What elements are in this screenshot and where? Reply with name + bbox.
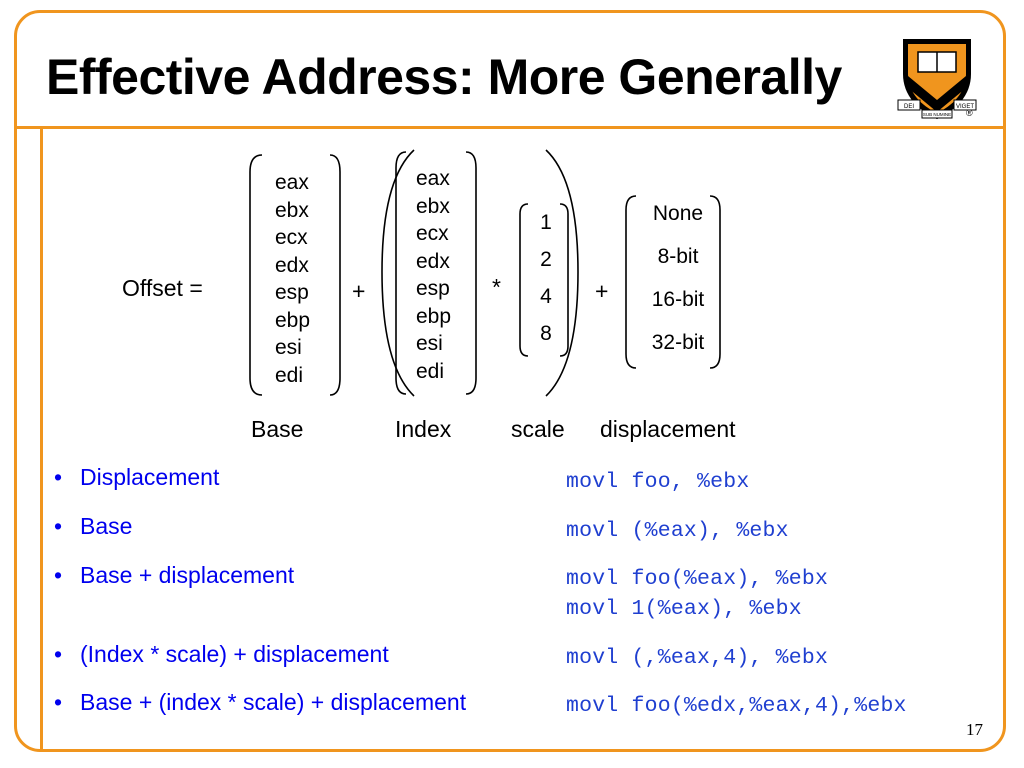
- base-register: edx: [275, 253, 309, 277]
- scale-caption: scale: [511, 416, 565, 442]
- bullet-dot: •: [54, 689, 63, 715]
- index-register-list: eax ebx ecx edx esp ebp esi edi: [416, 165, 451, 385]
- code-example: movl (,%eax,4), %ebx: [566, 646, 829, 670]
- trademark-mark: ®: [966, 108, 973, 118]
- motto-dei: DEI: [904, 104, 914, 110]
- base-register: esp: [275, 281, 309, 304]
- index-caption: Index: [395, 416, 452, 442]
- code-example: movl 1(%eax), %ebx: [566, 597, 802, 621]
- displacement-size: 32-bit: [651, 331, 705, 354]
- displacement-size: None: [652, 202, 704, 225]
- displacement-size: 16-bit: [651, 288, 705, 311]
- bullet-label: Base + displacement: [80, 562, 295, 588]
- index-bracket-right: [465, 151, 477, 395]
- index-register: ecx: [416, 222, 449, 245]
- index-bracket-left: [395, 151, 407, 395]
- times-sign: *: [492, 274, 501, 300]
- displacement-bracket-left: [625, 195, 637, 369]
- base-register-list: eax ebx ecx edx esp ebp esi edi: [275, 169, 310, 389]
- base-register: eax: [275, 171, 309, 194]
- plus-sign: +: [595, 278, 609, 304]
- title-divider: [14, 126, 1006, 129]
- scale-value: 8: [540, 322, 552, 345]
- bullet-dot: •: [54, 464, 63, 490]
- offset-label: Offset =: [122, 275, 203, 301]
- slide-frame: [14, 10, 1006, 752]
- index-register: ebp: [416, 304, 452, 328]
- base-register: ebp: [275, 308, 311, 332]
- scale-value: 2: [540, 248, 552, 271]
- index-outer-paren-right: [545, 149, 579, 397]
- index-register: edi: [416, 359, 445, 383]
- motto-sub-numine: SUB NUMINE: [923, 112, 951, 117]
- base-register: edi: [275, 363, 304, 387]
- scale-bracket-left: [519, 203, 529, 357]
- code-example: movl (%eax), %ebx: [566, 519, 789, 543]
- left-divider: [40, 126, 43, 752]
- displacement-bracket-right: [709, 195, 721, 369]
- scale-value: 4: [540, 285, 552, 308]
- displacement-list: None 8-bit 16-bit 32-bit: [633, 192, 723, 364]
- bullet-label: (Index * scale) + displacement: [80, 641, 389, 667]
- base-register: ebx: [275, 198, 309, 222]
- code-example: movl foo, %ebx: [566, 470, 750, 494]
- motto-viget: VIGET: [956, 104, 974, 110]
- scale-value: 1: [540, 211, 552, 234]
- displacement-caption: displacement: [600, 416, 736, 442]
- bullet-dot: •: [54, 513, 63, 539]
- page-number: 17: [966, 720, 983, 739]
- base-caption: Base: [251, 416, 304, 442]
- slide-title: Effective Address: More Generally: [46, 49, 842, 105]
- scale-bracket-right: [559, 203, 569, 357]
- bullet-dot: •: [54, 641, 63, 667]
- base-bracket-left: [249, 154, 263, 396]
- index-register: ebx: [416, 194, 450, 218]
- bullet-label: Displacement: [80, 464, 220, 490]
- index-register: edx: [416, 249, 450, 273]
- base-bracket-right: [329, 154, 341, 396]
- base-register: ecx: [275, 226, 308, 249]
- index-register: eax: [416, 167, 450, 190]
- index-register: esi: [416, 332, 443, 355]
- code-example: movl foo(%edx,%eax,4),%ebx: [566, 694, 907, 718]
- base-register: esi: [275, 336, 302, 359]
- code-example: movl foo(%eax), %ebx: [566, 567, 829, 591]
- displacement-size: 8-bit: [657, 245, 699, 268]
- princeton-shield-icon: DEI SUB NUMINE VIGET: [897, 39, 977, 120]
- plus-sign: +: [352, 278, 366, 304]
- bullet-dot: •: [54, 562, 63, 588]
- brackets-overlay: [249, 149, 721, 397]
- bullet-label: Base: [80, 513, 133, 539]
- bullet-label: Base + (index * scale) + displacement: [80, 689, 467, 715]
- scale-list: 1 2 4 8: [534, 204, 558, 352]
- index-register: esp: [416, 277, 450, 300]
- index-outer-paren-left: [381, 149, 415, 397]
